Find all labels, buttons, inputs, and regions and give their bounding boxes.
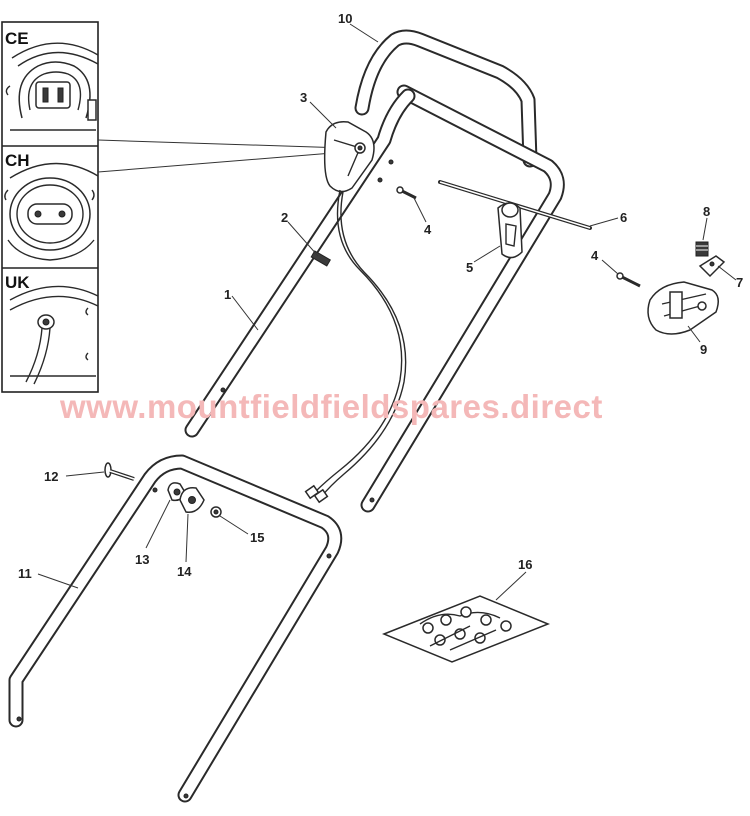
part-label-2: 2 [281, 210, 288, 225]
inset-label-ch: CH [5, 151, 30, 170]
part-labels: 1 2 3 4 5 6 4 7 8 9 10 11 12 13 14 15 16 [18, 11, 743, 581]
inset-uk: UK [5, 273, 99, 385]
part-label-9: 9 [700, 342, 707, 357]
fixing-kit-bag [381, 595, 551, 663]
part-label-12: 12 [44, 469, 58, 484]
leader-lines [37, 23, 737, 601]
inset-label-ce: CE [5, 29, 29, 48]
spring [695, 241, 709, 257]
part-label-4b: 4 [591, 248, 599, 263]
inset-ce: CE [5, 29, 99, 131]
part-label-15: 15 [250, 530, 264, 545]
part-label-16: 16 [518, 557, 532, 572]
screw-4b [616, 272, 641, 288]
watermark-text: www.mountfieldfieldspares.direct [59, 388, 603, 425]
part-label-3: 3 [300, 90, 307, 105]
lower-handle [8, 454, 343, 803]
upper-handle [184, 29, 565, 513]
part-label-4a: 4 [424, 222, 432, 237]
inset-panel: CE CH UK [1, 21, 99, 393]
part-label-14: 14 [177, 564, 192, 579]
part-label-6: 6 [620, 210, 627, 225]
part-label-5: 5 [466, 260, 473, 275]
inset-label-uk: UK [5, 273, 30, 292]
lever-housing [647, 281, 719, 335]
inset-ch: CH [4, 151, 99, 261]
switch-box [323, 120, 375, 193]
part-label-1: 1 [224, 287, 231, 302]
part-label-7: 7 [736, 275, 743, 290]
part-label-8: 8 [703, 204, 710, 219]
part-label-11: 11 [18, 566, 32, 581]
bolt-12 [104, 462, 135, 481]
part-label-10: 10 [338, 11, 352, 26]
screw-4a [396, 186, 417, 200]
part-label-13: 13 [135, 552, 149, 567]
